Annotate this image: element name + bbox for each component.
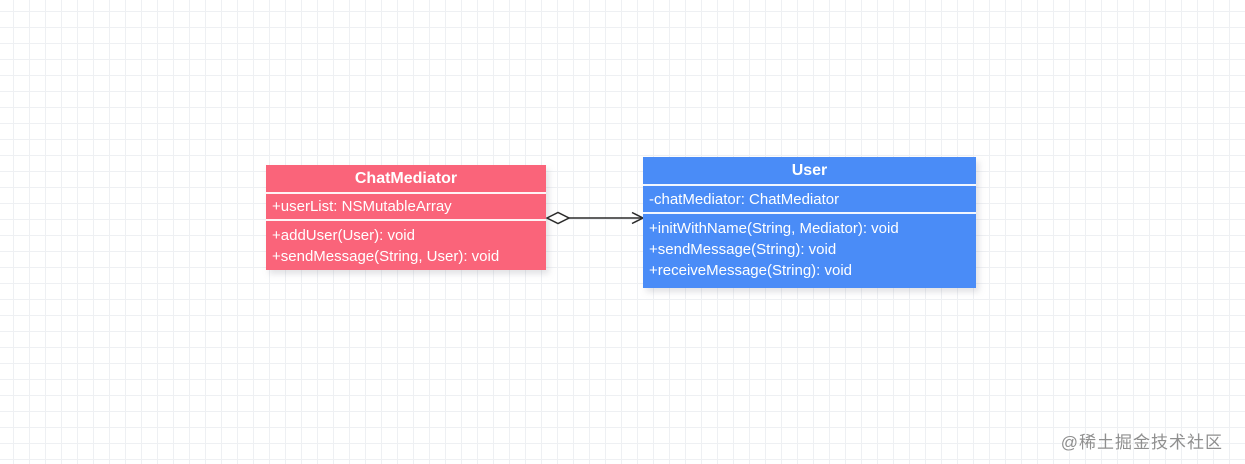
class-attributes-section: +userList: NSMutableArray — [266, 192, 546, 219]
class-node-user: User -chatMediator: ChatMediator +initWi… — [643, 157, 976, 288]
class-method: +receiveMessage(String): void — [649, 262, 853, 279]
class-attribute: -chatMediator: ChatMediator — [649, 190, 840, 208]
class-attributes-section: -chatMediator: ChatMediator — [643, 184, 976, 212]
class-attribute: +userList: NSMutableArray — [272, 198, 452, 215]
class-method: +addUser(User): void — [272, 227, 415, 244]
class-title: User — [791, 161, 828, 179]
class-method: +sendMessage(String, User): void — [272, 248, 500, 265]
aggregation-diamond-icon — [546, 211, 571, 225]
class-node-chatmediator: ChatMediator +userList: NSMutableArray +… — [266, 165, 546, 270]
class-method: +sendMessage(String): void — [649, 241, 837, 258]
watermark-text: @稀土掘金技术社区 — [1060, 433, 1223, 452]
class-methods-section: +initWithName(String, Mediator): void +s… — [643, 212, 976, 288]
class-method: +initWithName(String, Mediator): void — [649, 220, 899, 237]
aggregation-connector — [546, 211, 645, 225]
class-title: ChatMediator — [354, 169, 458, 187]
class-methods-section: +addUser(User): void +sendMessage(String… — [266, 219, 546, 270]
